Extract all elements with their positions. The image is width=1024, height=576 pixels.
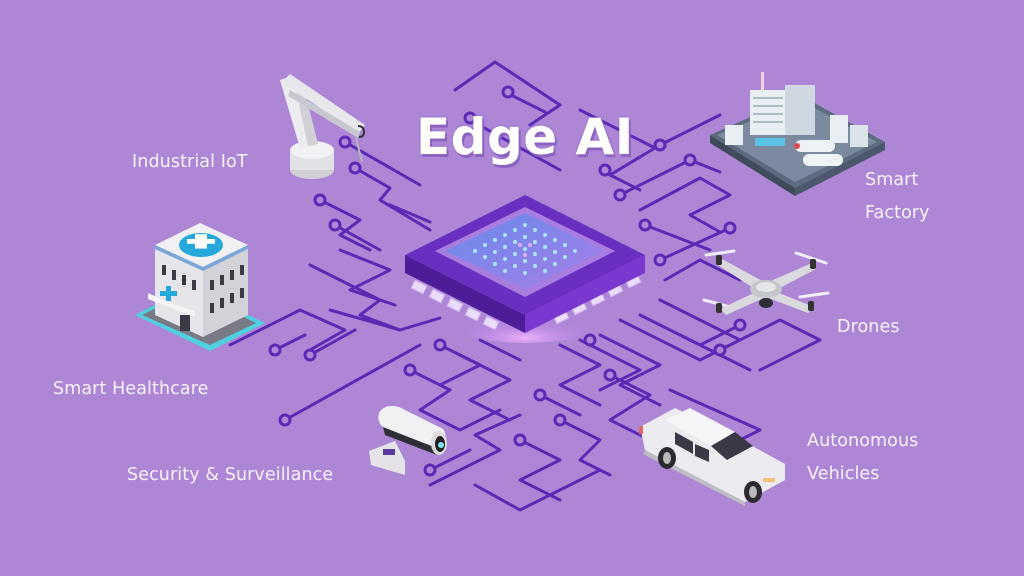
ai-chip-icon: [405, 195, 645, 343]
label-autonomous-vehicles-line1: Autonomous: [807, 431, 919, 451]
label-smart-healthcare: Smart Healthcare: [53, 379, 209, 399]
label-autonomous-vehicles-line2: Vehicles: [807, 464, 880, 484]
car-icon: [639, 408, 785, 506]
drone-icon: [702, 249, 830, 315]
security-camera-icon: [369, 405, 447, 475]
robot-arm-icon: [280, 74, 366, 179]
label-drones: Drones: [837, 317, 900, 337]
label-smart-factory-line2: Factory: [865, 203, 930, 223]
factory-icon: [710, 72, 885, 196]
hospital-icon: [135, 223, 265, 351]
label-security-surveillance: Security & Surveillance: [127, 465, 334, 485]
page-title: Edge AI: [416, 108, 634, 166]
label-industrial-iot: Industrial IoT: [132, 152, 248, 172]
label-smart-factory-line1: Smart: [865, 170, 919, 190]
